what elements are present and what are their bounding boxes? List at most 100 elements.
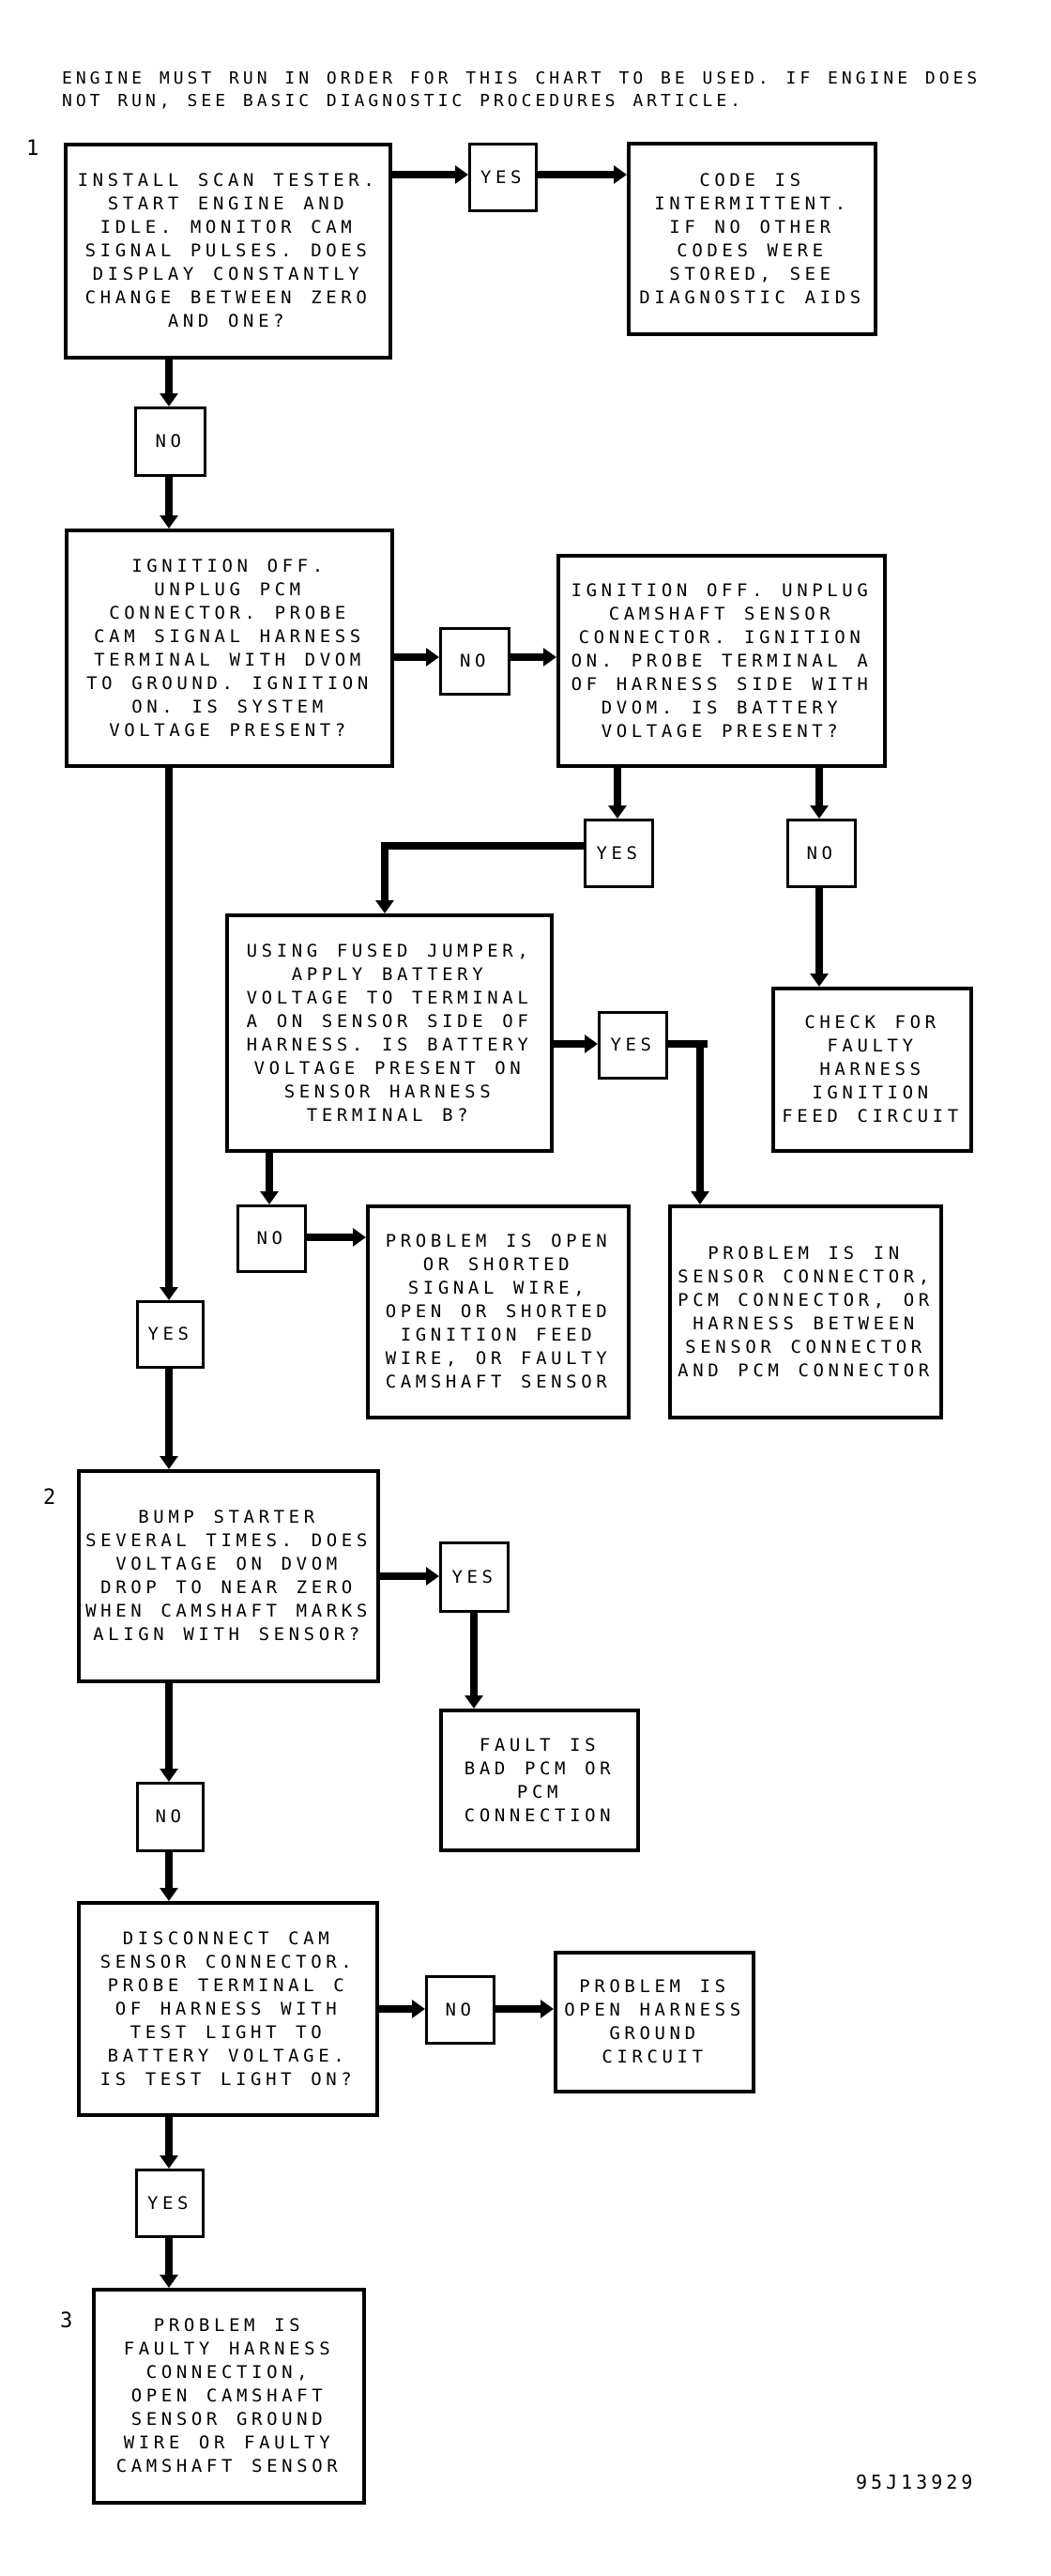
arrowhead-down [810,805,829,819]
decision-label: NO [459,651,491,671]
connector-line [379,2005,412,2013]
arrowhead-right [412,2000,425,2018]
arrowhead-down [260,1191,279,1204]
decision-no-3: NO [786,819,857,888]
header-note: ENGINE MUST RUN IN ORDER FOR THIS CHART … [62,69,982,111]
arrowhead-down [160,393,178,406]
arrowhead-right [353,1228,366,1247]
step-label-3: 3 [60,2309,75,2333]
node-text: BUMP STARTER SEVERAL TIMES. DOES VOLTAGE… [85,1507,372,1645]
connector-line [165,2117,173,2155]
node-text: PROBLEM IS OPEN OR SHORTED SIGNAL WIRE, … [385,1231,612,1392]
decision-yes-6: YES [135,2169,205,2238]
connector-line [165,1852,173,1888]
step-label-1: 1 [26,137,41,161]
node-check-ignition-feed: CHECK FOR FAULTY HARNESS IGNITION FEED C… [771,987,973,1153]
node-text: PROBLEM IS IN SENSOR CONNECTOR, PCM CONN… [678,1242,934,1381]
connector-line [307,1234,353,1241]
connector-line [165,360,173,393]
decision-no-6: NO [425,1975,495,2045]
arrowhead-down [160,1456,178,1469]
decision-label: YES [146,2192,193,2214]
node-text: PROBLEM IS OPEN HARNESS GROUND CIRCUIT [564,1976,745,2067]
decision-yes-5: YES [439,1541,510,1613]
decision-label: NO [256,1228,287,1249]
connector-line [815,768,823,805]
connector-line [510,653,543,661]
decision-no-2: NO [439,627,510,696]
node-text: IGNITION OFF. UNPLUG PCM CONNECTOR. PROB… [86,555,373,741]
step-label-2: 2 [43,1486,58,1510]
connector-line [394,653,426,661]
connector-line [165,477,173,515]
arrowhead-down [160,2155,178,2169]
connector-line [614,768,621,805]
decision-yes-4: YES [136,1300,205,1369]
arrowhead-right [614,165,627,184]
decision-yes-2: YES [584,819,654,888]
connector-line [815,888,823,974]
node-problem-harness-final: PROBLEM IS FAULTY HARNESS CONNECTION, OP… [92,2288,366,2505]
decision-label: YES [596,842,642,864]
figure-id: 95J13929 [856,2471,977,2493]
arrowhead-down [691,1191,709,1204]
decision-label: NO [155,1806,186,1827]
connector-line [470,1613,478,1695]
decision-label: YES [147,1324,193,1344]
connector-line [165,1683,173,1769]
node-install-scan-tester: INSTALL SCAN TESTER. START ENGINE AND ID… [64,143,392,360]
decision-label: YES [610,1035,656,1055]
decision-no-4: NO [236,1204,307,1273]
decision-label: NO [155,431,186,452]
arrowhead-down [810,974,829,987]
node-problem-connectors: PROBLEM IS IN SENSOR CONNECTOR, PCM CONN… [668,1204,943,1419]
node-text: USING FUSED JUMPER, APPLY BATTERY VOLTAG… [246,940,533,1126]
node-text: INSTALL SCAN TESTER. START ENGINE AND ID… [77,170,379,331]
arrowhead-down [160,1769,178,1782]
decision-label: NO [806,842,837,864]
connector-line [554,1040,585,1048]
decision-no-1: NO [134,406,206,477]
node-fault-pcm: FAULT IS BAD PCM OR PCM CONNECTION [439,1709,640,1852]
connector-line [165,768,173,1287]
node-probe-cam-signal: IGNITION OFF. UNPLUG PCM CONNECTOR. PROB… [65,529,394,768]
arrowhead-right [455,165,468,184]
arrowhead-down [160,1287,178,1300]
decision-yes-1: YES [468,143,538,212]
arrowhead-down [160,1888,178,1901]
decision-no-5: NO [136,1782,205,1852]
node-text: FAULT IS BAD PCM OR PCM CONNECTION [464,1734,616,1826]
connector-line [538,171,614,178]
node-problem-wires: PROBLEM IS OPEN OR SHORTED SIGNAL WIRE, … [366,1204,631,1419]
decision-label: YES [480,166,526,188]
decision-label: NO [445,1999,476,2020]
arrowhead-down [160,515,178,529]
connector-line [266,1153,273,1191]
node-bump-starter: BUMP STARTER SEVERAL TIMES. DOES VOLTAGE… [77,1469,380,1683]
arrowhead-right [543,648,556,667]
node-text: DISCONNECT CAM SENSOR CONNECTOR. PROBE T… [99,1927,357,2090]
node-text: IGNITION OFF. UNPLUG CAMSHAFT SENSOR CON… [571,579,873,742]
node-text: PROBLEM IS FAULTY HARNESS CONNECTION, OP… [115,2315,343,2476]
node-fused-jumper: USING FUSED JUMPER, APPLY BATTERY VOLTAG… [225,913,554,1153]
decision-label: YES [451,1566,497,1587]
arrowhead-right [541,2000,554,2018]
arrowhead-right [585,1035,598,1053]
connector-line [696,1040,704,1191]
decision-yes-3: YES [598,1011,668,1080]
connector-line [165,2238,173,2275]
arrowhead-down [160,2275,178,2288]
arrowhead-right [426,1567,439,1586]
node-code-intermittent: CODE IS INTERMITTENT. IF NO OTHER CODES … [627,142,877,336]
node-problem-ground: PROBLEM IS OPEN HARNESS GROUND CIRCUIT [554,1951,755,2093]
connector-line [380,1572,426,1580]
arrowhead-down [375,900,394,913]
arrowhead-right [426,648,439,667]
arrowhead-down [465,1695,483,1709]
connector-line [381,842,388,900]
connector-line [392,171,455,178]
connector-line [668,1040,708,1048]
node-disconnect-cam: DISCONNECT CAM SENSOR CONNECTOR. PROBE T… [77,1901,379,2117]
connector-line [165,1369,173,1456]
